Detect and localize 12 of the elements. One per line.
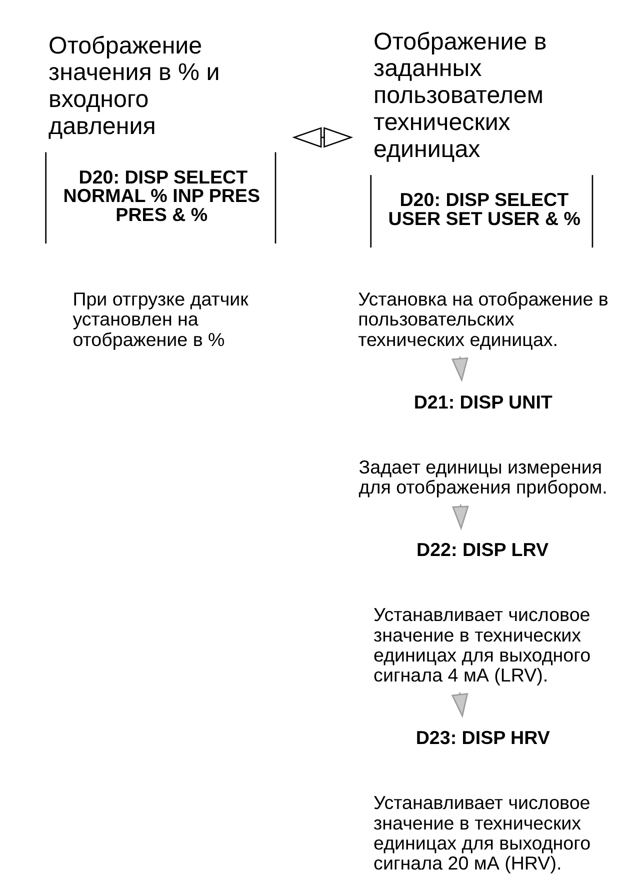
node-text: Отображение значения в % и входного давления D20: DISP SELECT NORMAL % INP PRES PRES & %	[48, 32, 260, 225]
node-text: Задает единицы измерения для отображения прибором.	[358, 456, 608, 498]
node-text: Устанавливает числовое значение в технических единицах для выходного сигнала 4 мА (LRV).	[374, 604, 591, 686]
arrow	[451, 692, 468, 718]
node-text: Отображение в заданных пользователем технических единицах D20: DISP SELECT USER SET USER & %	[374, 28, 581, 229]
node-text: Установка на отображение в пользовательских технических единицах.	[358, 288, 608, 350]
node-text: D22: DISP LRV	[416, 539, 549, 560]
node-text: D23: DISP HRV	[416, 727, 550, 748]
label: При отгрузке датчик установлен на отображение в %	[72, 288, 248, 350]
node-text: Устанавливает числовое значение в технических единицах для выходного сигнала 20 мА (HRV).	[374, 792, 591, 874]
node-text: D21: DISP UNIT	[414, 391, 552, 412]
arrow	[292, 127, 354, 148]
